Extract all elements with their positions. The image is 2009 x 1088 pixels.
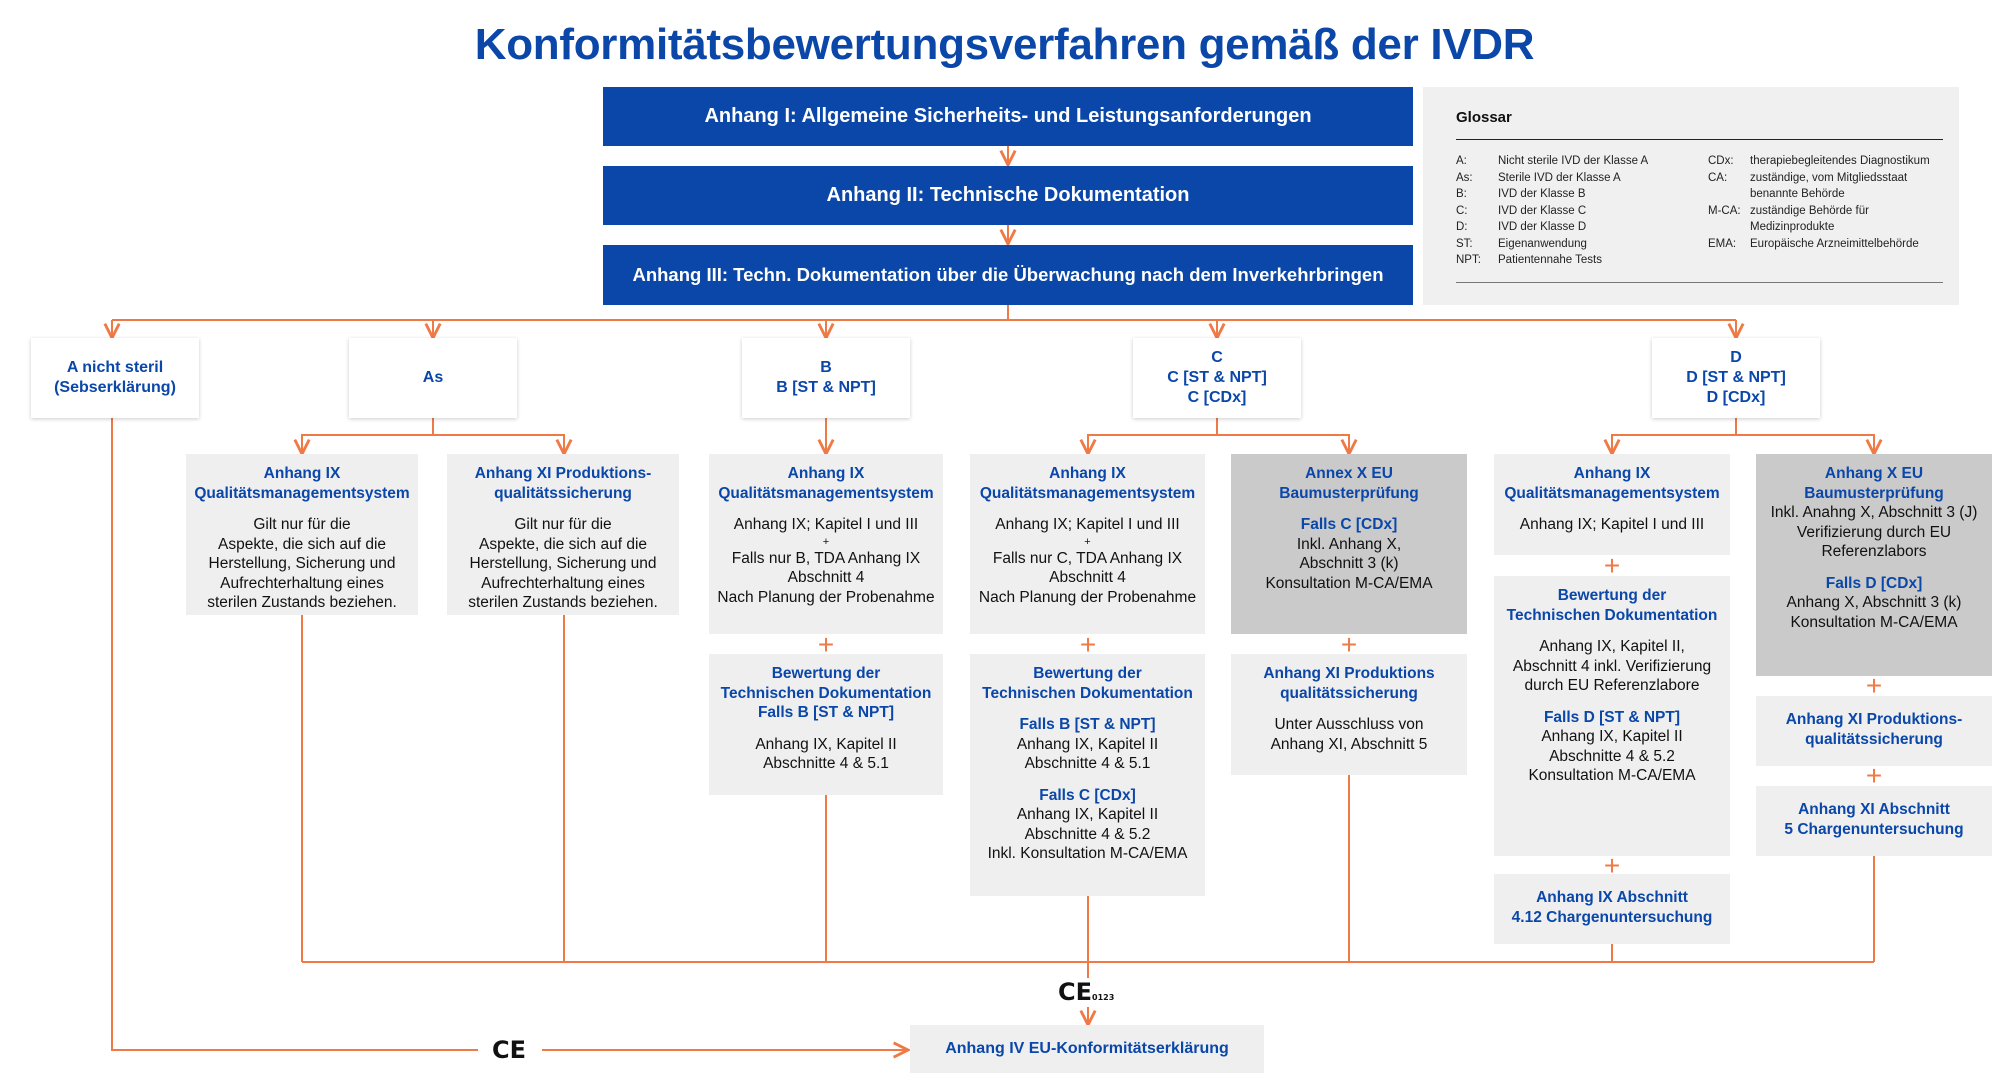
d-batch-test-box: Anhang IX Abschnitt 4.12 Chargenuntersuc… <box>1494 874 1730 944</box>
b-annex-ix-box: Anhang IX Qualitätsmanagementsystem Anha… <box>709 454 943 634</box>
as-annex-ix-box: Anhang IX Qualitätsmanagementsystem Gilt… <box>186 454 418 615</box>
ce-mark-self-declaration: CE <box>492 1036 527 1064</box>
c-split <box>1088 418 1218 454</box>
d-annex-xi-batch-box: Anhang XI Abschnitt 5 Chargenuntersuchun… <box>1756 786 1992 856</box>
plus-icon: + <box>1340 629 1358 660</box>
c-annex-ix-box: Anhang IX Qualitätsmanagementsystem Anha… <box>970 454 1205 634</box>
c-annex-xi-box: Anhang XI Produktions qualitätssicherung… <box>1231 654 1467 775</box>
glossary-entry: C:IVD der Klasse C <box>1456 204 1587 217</box>
glossary-panel: Glossar A:Nicht sterile IVD der Klasse A… <box>1423 87 1959 305</box>
annex-3-bar: Anhang III: Techn. Dokumentation über di… <box>603 245 1413 305</box>
plus-icon: + <box>1603 550 1621 581</box>
glossary-entry: CA:zuständige, vom Mitgliedsstaat <box>1708 171 1908 184</box>
annex-iv-declaration-box: Anhang IV EU-Konformitätserklärung <box>910 1025 1264 1073</box>
glossary-right-column: CDx:therapiebegleitendes Diagnostikum CA… <box>1708 153 1930 252</box>
glossary-title: Glossar <box>1456 109 1512 126</box>
plus-icon: + <box>1079 629 1097 660</box>
glossary-entry: CDx:therapiebegleitendes Diagnostikum <box>1708 155 1930 167</box>
plus-icon: + <box>1865 760 1883 791</box>
glossary-entry: Medizinprodukte <box>1750 221 1835 233</box>
plus-icon: + <box>1865 670 1883 701</box>
d-split-right <box>1736 434 1874 454</box>
glossary-entry: As:Sterile IVD der Klasse A <box>1456 171 1621 184</box>
as-split <box>302 418 434 454</box>
glossary-entry: benannte Behörde <box>1750 188 1845 200</box>
glossary-entry: B:IVD der Klasse B <box>1456 188 1586 200</box>
d-tech-doc-box: Bewertung der Technischen Dokumentation … <box>1494 576 1730 856</box>
page-title: Konformitätsbewertungsverfahren gemäß de… <box>474 20 1535 69</box>
b-tech-doc-box: Bewertung der Technischen Dokumentation … <box>709 654 943 795</box>
glossary-left-column: A:Nicht sterile IVD der Klasse A As:Ster… <box>1456 153 1648 269</box>
c-tech-doc-box: Bewertung der Technischen Dokumentation … <box>970 654 1205 896</box>
d-annex-ix-box: Anhang IX Qualitätsmanagementsystem Anha… <box>1494 454 1730 555</box>
plus-icon: + <box>817 629 835 660</box>
glossary-entry: ST:Eigenanwendung <box>1456 237 1587 250</box>
as-annex-xi-box: Anhang XI Produktions- qualitätssicherun… <box>447 454 679 615</box>
c-annex-x-box: Annex X EU Baumusterprüfung Falls C [CDx… <box>1231 454 1467 634</box>
d-annex-x-box: Anhang X EU Baumusterprüfung Inkl. Anahn… <box>1756 454 1992 676</box>
ce-mark-notified-body: CE0123 <box>1058 978 1115 1006</box>
as-split-right <box>433 434 564 454</box>
glossary-entry: A:Nicht sterile IVD der Klasse A <box>1456 155 1649 167</box>
glossary-entry: D:IVD der Klasse D <box>1456 221 1587 233</box>
glossary-bottom-rule-right <box>1708 282 1943 283</box>
glossary-divider <box>1456 139 1943 140</box>
d-annex-xi-box: Anhang XI Produktions- qualitätssicherun… <box>1756 696 1992 766</box>
glossary-entry: M-CA:zuständige Behörde für <box>1708 204 1869 217</box>
plus-icon: + <box>1603 850 1621 881</box>
glossary-entry: EMA:Europäische Arzneimittelbehörde <box>1708 237 1919 250</box>
a-path-left <box>111 418 478 1051</box>
class-a-box: A nicht steril(Sebserklärung) <box>31 338 199 418</box>
class-as-box: As <box>349 338 517 418</box>
glossary-bottom-rule-left <box>1456 282 1713 283</box>
annex-2-bar: Anhang II: Technische Dokumentation <box>603 166 1413 225</box>
c-split-right <box>1217 434 1349 454</box>
d-split <box>1612 418 1737 454</box>
annex-1-bar: Anhang I: Allgemeine Sicherheits- und Le… <box>603 87 1413 146</box>
glossary-entry: NPT:Patientennahe Tests <box>1456 254 1603 266</box>
